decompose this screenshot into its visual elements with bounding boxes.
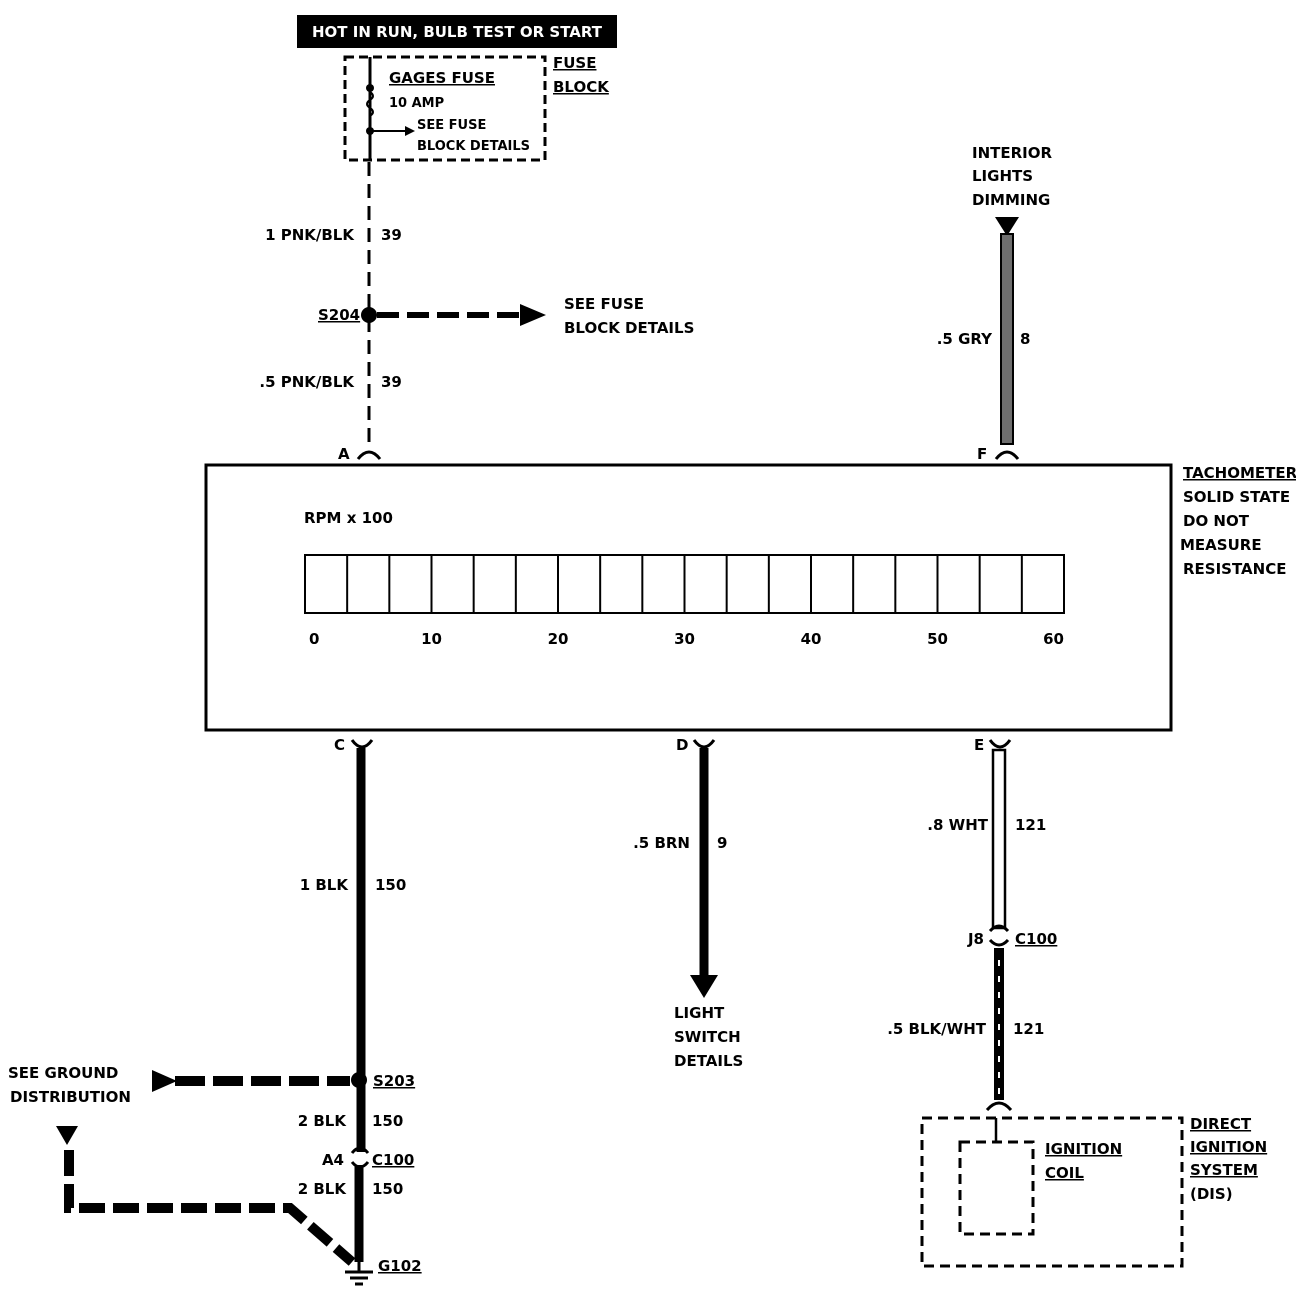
splice-s204	[361, 307, 377, 323]
wire-blk-1-gauge: 1 BLK	[300, 876, 350, 894]
wire-blk-2b-circuit: 150	[372, 1180, 403, 1198]
dis-label-line3: SYSTEM	[1190, 1161, 1258, 1179]
wire-pnkblk-2-circuit: 39	[381, 373, 402, 391]
rpm-tick-label: 40	[801, 630, 822, 648]
splice-s204-label: S204	[318, 306, 360, 324]
pin-d-label: D	[676, 736, 688, 754]
rpm-tick-label: 0	[309, 630, 319, 648]
pin-e-label: E	[974, 736, 984, 754]
tach-label-line4: MEASURE	[1180, 536, 1262, 554]
fuse-rating: 10 AMP	[389, 96, 444, 111]
wire-pnkblk-1-circuit: 39	[381, 226, 402, 244]
interior-label-line1: INTERIOR	[972, 144, 1052, 162]
c100-left-label: C100	[372, 1151, 414, 1169]
tach-label-line5: RESISTANCE	[1183, 560, 1286, 578]
dis-label-line1: DIRECT	[1190, 1115, 1252, 1133]
dis-label-line4: (DIS)	[1190, 1185, 1233, 1203]
power-banner	[297, 15, 617, 48]
ignition-coil-line1: IGNITION	[1045, 1140, 1122, 1158]
rpm-tick-label: 50	[927, 630, 948, 648]
wire-blkwht-circuit: 121	[1013, 1020, 1044, 1038]
tach-label-line1: TACHOMETER	[1183, 464, 1296, 482]
wire-blk-1-circuit: 150	[375, 876, 406, 894]
wire-gry-gauge: .5 GRY	[937, 330, 993, 348]
c100-right-label: C100	[1015, 930, 1057, 948]
c100-left-pin: A4	[322, 1151, 344, 1169]
light-switch-arrow-icon	[690, 975, 718, 998]
fuse-block-label-1: FUSE	[553, 54, 596, 72]
power-banner-text: HOT IN RUN, BULB TEST OR START	[312, 23, 603, 41]
rpm-tick-label: 60	[1043, 630, 1064, 648]
wire-pnkblk-1-gauge: 1 PNK/BLK	[265, 226, 355, 244]
rpm-tick-label: 20	[548, 630, 569, 648]
s204-branch-arrow-icon	[520, 304, 546, 326]
pin-d-connector-icon	[692, 739, 716, 749]
see-ground-line2: DISTRIBUTION	[10, 1088, 131, 1106]
see-ground-line1: SEE GROUND	[8, 1064, 118, 1082]
tach-label-line2: SOLID STATE	[1183, 488, 1290, 506]
fuse-see-details-arrow-icon	[405, 126, 415, 136]
c100-right-lower-icon	[988, 938, 1010, 947]
rpm-scale-title: RPM x 100	[304, 509, 393, 527]
ignition-coil-box	[958, 1140, 1035, 1236]
dis-box	[920, 1116, 1184, 1268]
wire-pnkblk-2-gauge: .5 PNK/BLK	[259, 373, 355, 391]
s204-ref-line2: BLOCK DETAILS	[564, 319, 694, 337]
wire-brn-circuit: 9	[717, 834, 727, 852]
fuse-see-details-line1: SEE FUSE	[417, 118, 486, 133]
dis-label-line2: IGNITION	[1190, 1138, 1267, 1156]
dis-connector-icon	[985, 1101, 1013, 1112]
fuse-see-details-line2: BLOCK DETAILS	[417, 139, 530, 154]
wire-wht-circuit: 121	[1015, 816, 1046, 834]
ground-dist-wire	[64, 1150, 356, 1266]
light-switch-line2: SWITCH	[674, 1028, 741, 1046]
ground-dist-arrow-icon	[56, 1126, 78, 1145]
fuse-block-label-2: BLOCK	[553, 78, 610, 96]
c100-right-upper-icon	[988, 924, 1010, 933]
pin-a-connector-icon	[356, 450, 382, 460]
rpm-scale: 0 10 20 30 40 50 60	[304, 554, 1065, 648]
light-switch-line3: DETAILS	[674, 1052, 743, 1070]
interior-arrow-icon	[995, 217, 1019, 236]
c100-right-pin: J8	[967, 930, 984, 948]
pin-f-connector-icon	[994, 450, 1020, 460]
c100-left-upper-icon	[350, 1146, 370, 1154]
fuse-terminal-top	[366, 84, 374, 92]
gages-fuse-label: GAGES FUSE	[389, 69, 495, 87]
interior-label-line3: DIMMING	[972, 191, 1050, 209]
splice-s203-label: S203	[373, 1072, 415, 1090]
wire-brn-gauge: .5 BRN	[633, 834, 690, 852]
wire-wht-gauge: .8 WHT	[927, 816, 988, 834]
wire-blk-2b-gauge: 2 BLK	[298, 1180, 348, 1198]
pin-a-label: A	[338, 445, 350, 463]
splice-s203	[351, 1072, 367, 1088]
tach-label-line3: DO NOT	[1183, 512, 1250, 530]
wire-gry	[1000, 233, 1014, 445]
interior-label-line2: LIGHTS	[972, 167, 1033, 185]
pin-e-connector-icon	[988, 739, 1012, 749]
wire-blk-2a-gauge: 2 BLK	[298, 1112, 348, 1130]
wire-wht	[991, 748, 1007, 930]
light-switch-line1: LIGHT	[674, 1004, 725, 1022]
rpm-tick-label: 30	[674, 630, 695, 648]
ground-g102-label: G102	[378, 1257, 422, 1275]
wire-blkwht-gauge: .5 BLK/WHT	[887, 1020, 987, 1038]
wire-gry-circuit: 8	[1020, 330, 1030, 348]
ignition-coil-line2: COIL	[1045, 1164, 1084, 1182]
wire-blk-2a-circuit: 150	[372, 1112, 403, 1130]
pin-f-label: F	[977, 445, 987, 463]
rpm-tick-label: 10	[421, 630, 442, 648]
fuse-symbol	[366, 91, 374, 117]
s204-ref-line1: SEE FUSE	[564, 295, 644, 313]
fuse-block-box	[343, 55, 547, 162]
s203-branch-arrow-icon	[152, 1070, 177, 1092]
pin-c-label: C	[334, 736, 345, 754]
pin-c-connector-icon	[350, 739, 374, 749]
